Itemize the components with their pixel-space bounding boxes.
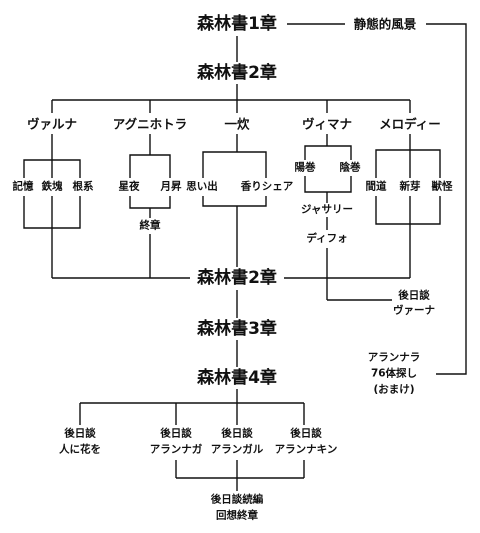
arananara-line-1: アランナラ bbox=[367, 351, 421, 364]
melody-shinga: 新芽 bbox=[399, 180, 421, 193]
chapter-3-node: 森林書3章 bbox=[197, 318, 277, 339]
chapter-1-node: 森林書1章 bbox=[197, 13, 277, 34]
epilogue-arangaru-line-2: アランガル bbox=[210, 443, 264, 456]
vimana-jasari: ジャサリー bbox=[301, 203, 353, 216]
epilogue-vana-line-1: 後日談 bbox=[398, 289, 430, 302]
epilogue-arananakin-line-1: 後日談 bbox=[290, 427, 322, 440]
branch-ichisui: 一炊 bbox=[224, 116, 250, 132]
chapter-2-node: 森林書2章 bbox=[197, 62, 277, 83]
epilogue-sequel-line-2: 回想終章 bbox=[216, 509, 258, 522]
vimana-yomaki: 陽巻 bbox=[294, 161, 316, 174]
agni-shusho: 終章 bbox=[139, 219, 161, 232]
varuna-tekkai: 鉄塊 bbox=[41, 180, 63, 193]
chapter-2-return-node: 森林書2章 bbox=[197, 267, 277, 288]
branch-melody: メロディー bbox=[379, 116, 441, 132]
agni-seiya: 星夜 bbox=[118, 180, 140, 193]
branch-vimana: ヴィマナ bbox=[301, 116, 353, 132]
epilogue-arananakin-line-2: アランナキン bbox=[274, 443, 338, 456]
epilogue-aranaga-line-1: 後日談 bbox=[160, 427, 192, 440]
ichisui-omoide: 思い出 bbox=[186, 180, 218, 193]
chapter-4-node: 森林書4章 bbox=[197, 367, 277, 388]
epilogue-aranaga-line-2: アランナガ bbox=[149, 443, 203, 456]
epilogue-hito-line-2: 人に花を bbox=[59, 443, 101, 456]
arananara-line-3: (おまけ) bbox=[373, 383, 415, 396]
branch-agnihotra: アグニホトラ bbox=[112, 116, 188, 132]
ichisui-kaori-share: 香りシェア bbox=[240, 180, 294, 193]
vimana-inmaki: 陰巻 bbox=[339, 161, 361, 174]
vimana-difo: ディフォ bbox=[306, 232, 348, 245]
melody-kando: 間道 bbox=[365, 180, 387, 193]
arananara-line-2: 76体探し bbox=[370, 367, 418, 380]
varuna-kioku: 記憶 bbox=[12, 180, 34, 193]
agni-getsusho: 月昇 bbox=[160, 180, 182, 193]
melody-jukai: 獣怪 bbox=[431, 180, 453, 193]
seitai-fukei-node: 静態的風景 bbox=[353, 16, 417, 32]
varuna-konkei: 根系 bbox=[72, 180, 94, 193]
epilogue-sequel-line-1: 後日談続編 bbox=[210, 493, 264, 506]
branch-varuna: ヴァルナ bbox=[26, 116, 78, 132]
epilogue-hito-line-1: 後日談 bbox=[64, 427, 96, 440]
epilogue-vana-line-2: ヴァーナ bbox=[393, 304, 435, 317]
epilogue-arangaru-line-1: 後日談 bbox=[221, 427, 253, 440]
